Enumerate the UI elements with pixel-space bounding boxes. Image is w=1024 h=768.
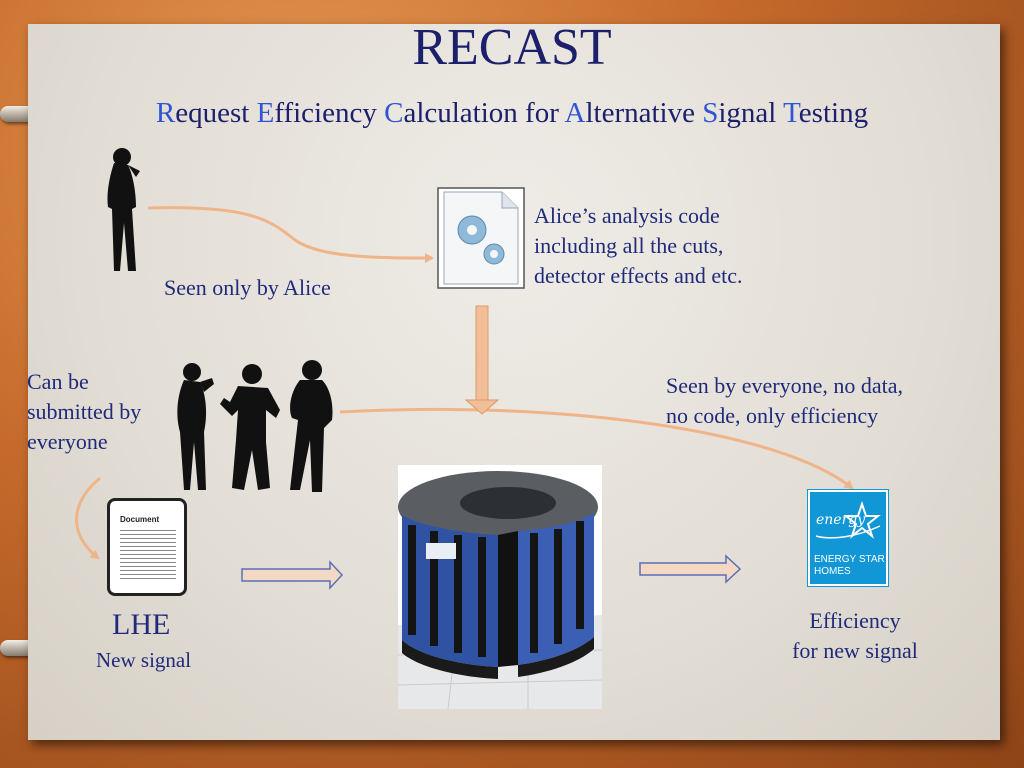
subtitle-cap-1: E [256,97,275,129]
alice-code-line-3: detector effects and etc. [534,263,743,288]
seen-by-everyone-label: Seen by everyone, no data, no code, only… [666,371,903,431]
energy-star-icon [815,500,881,539]
energy-star-logo: energy ENERGY STAR HOMES [808,490,888,586]
arrow-curve-to-lhe [75,476,101,560]
can-be-line-3: everyone [27,429,108,454]
subtitle-cap-3: A [564,97,586,129]
can-be-line-1: Can be [27,369,89,394]
lhe-label: LHE [112,608,171,641]
alice-silhouette-icon [107,148,140,271]
efficiency-line-2: for new signal [792,638,918,663]
arrow-alice-to-code [147,206,434,263]
seen-everyone-line-2: no code, only efficiency [666,403,879,428]
energy-star-line1: ENERGY STAR [814,554,885,565]
document-title-text: Document [120,515,160,524]
energy-star-line2: HOMES [814,566,851,577]
slide-subtitle: Request Efficiency Calculation for Alter… [0,97,1024,130]
subtitle-word-2: alculation for [403,97,565,129]
subtitle-cap-0: R [155,97,176,129]
arrow-down-to-cray [464,305,500,415]
group-silhouettes-icon [177,360,333,492]
code-file-gears-icon [437,187,525,289]
efficiency-label: Efficiency for new signal [770,606,940,666]
subtitle-word-5: esting [798,97,869,129]
subtitle-word-4: ignal [718,97,784,129]
slide-title: RECAST [412,19,612,76]
can-be-submitted-label: Can be submitted by everyone [27,367,141,457]
efficiency-line-1: Efficiency [809,608,901,633]
lhe-document-icon: Document [107,498,187,596]
seen-only-alice-label: Seen only by Alice [164,275,331,300]
new-signal-label: New signal [96,648,192,672]
cray-supercomputer-image [397,465,603,710]
seen-everyone-line-1: Seen by everyone, no data, [666,373,904,398]
subtitle-word-0: equest [175,97,257,129]
subtitle-word-1: fficiency [274,97,385,129]
can-be-line-2: submitted by [27,399,142,424]
subtitle-cap-2: C [384,97,404,129]
alice-code-description: Alice’s analysis code including all the … [534,201,742,291]
arrow-cray-to-energystar [639,554,742,584]
alice-code-line-1: Alice’s analysis code [534,203,720,228]
subtitle-word-3: lternative [585,97,703,129]
arrow-group-to-efficiency [339,407,854,490]
subtitle-cap-4: S [702,97,719,129]
energy-star-script: energy [816,512,866,528]
alice-code-line-2: including all the cuts, [534,233,724,258]
arrow-lhe-to-cray [241,560,344,590]
subtitle-cap-5: T [783,97,799,129]
